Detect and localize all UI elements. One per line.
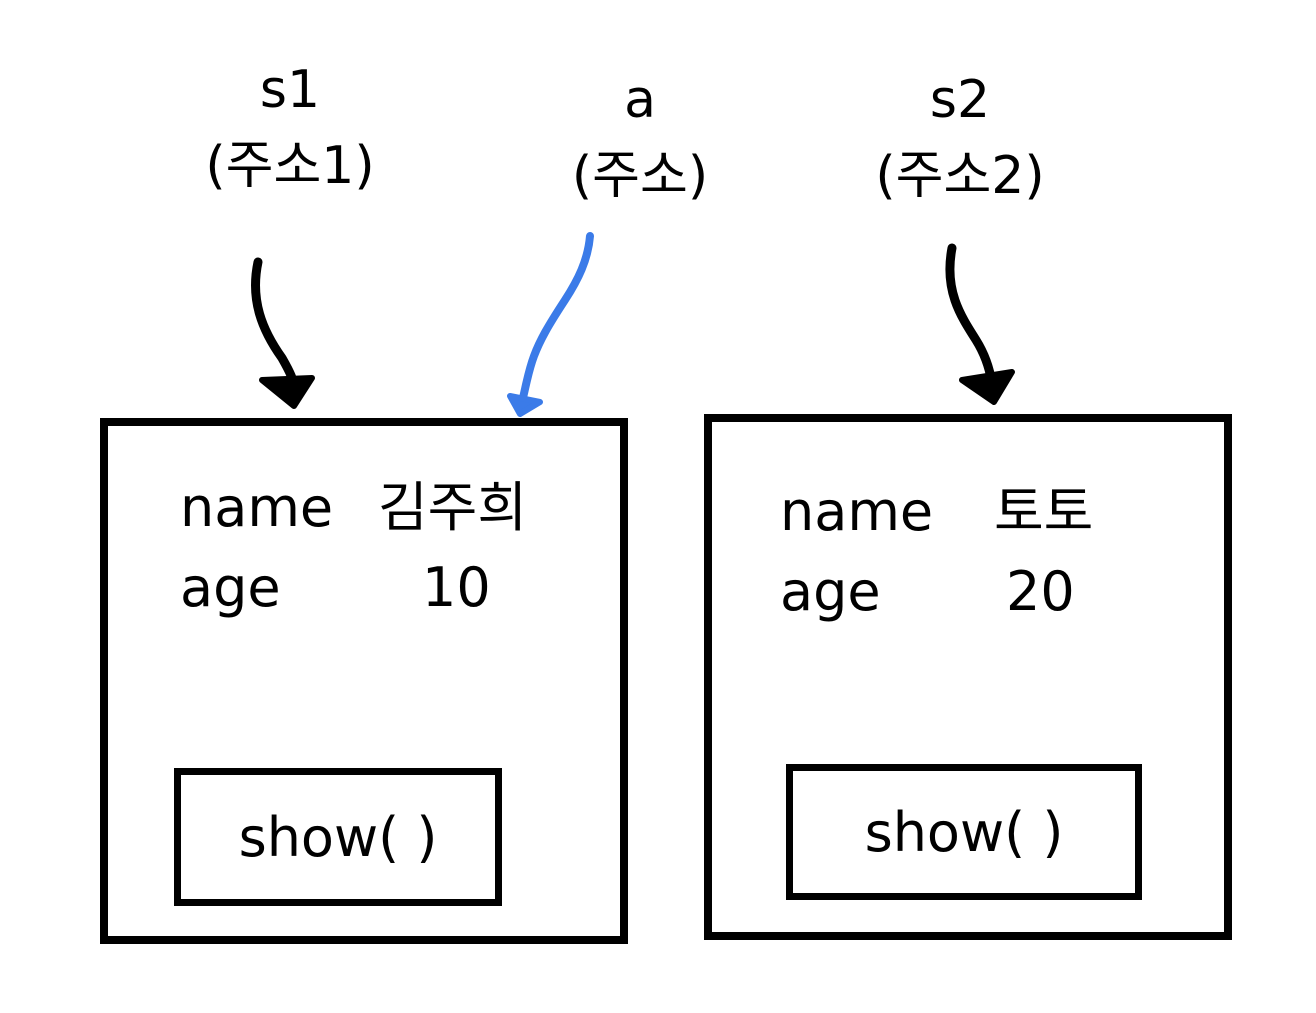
object1-method-label: show( ) — [238, 805, 438, 869]
object2-method-label: show( ) — [864, 800, 1064, 864]
object1-age-value: 10 — [422, 556, 491, 619]
ref-s1-name: s1 — [259, 60, 321, 120]
object1-name-key: name — [180, 476, 334, 539]
object1-method-box: show( ) — [174, 768, 502, 906]
object1-age-key: age — [180, 556, 281, 619]
arrow-s2-to-object2 — [945, 243, 1015, 405]
ref-s1-address: (주소1) — [205, 136, 375, 196]
object-box-1: name 김주희 age 10 show( ) — [100, 418, 628, 944]
ref-s2-address: (주소2) — [875, 146, 1045, 206]
ref-a-label: a (주소) — [530, 60, 750, 216]
object2-name-value: 토토 — [994, 480, 1094, 543]
ref-s2-label: s2 (주소2) — [850, 60, 1070, 216]
ref-a-name: a — [624, 70, 656, 130]
object2-method-box: show( ) — [786, 764, 1142, 900]
object-box-2: name 토토 age 20 show( ) — [704, 414, 1232, 940]
arrow-a-to-object1 — [507, 232, 594, 417]
ref-a-address: (주소) — [571, 146, 709, 206]
ref-s1-label: s1 (주소1) — [180, 50, 400, 206]
object2-name-key: name — [780, 480, 934, 543]
object2-age-value: 20 — [1006, 560, 1075, 623]
object1-name-value: 김주희 — [378, 476, 528, 539]
ref-s2-name: s2 — [929, 70, 991, 130]
arrow-s1-to-object1 — [251, 257, 315, 409]
object2-age-key: age — [780, 560, 881, 623]
